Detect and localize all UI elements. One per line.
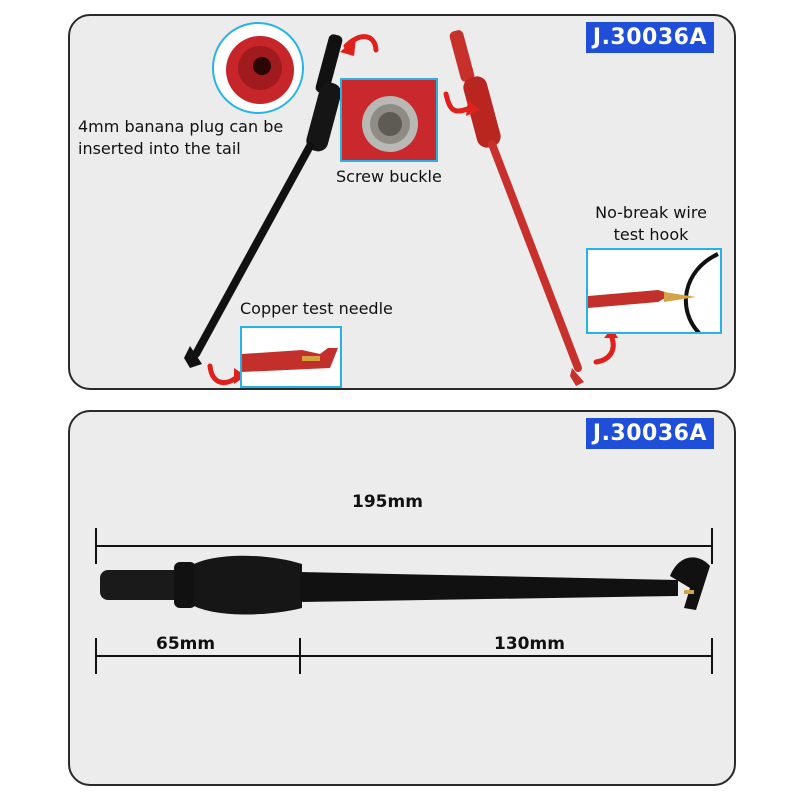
black-probe [184, 34, 343, 368]
model-badge: J.30036A [585, 418, 714, 449]
banana-plug-inset [212, 22, 304, 114]
copper-needle-label: Copper test needle [240, 299, 393, 318]
black-probe-side [100, 555, 710, 615]
shaft-length-label: 130mm [494, 634, 565, 654]
dimension-drawing [95, 528, 713, 674]
handle-length-label: 65mm [156, 634, 216, 654]
probes-illustration [184, 30, 618, 386]
total-length-label: 195mm [352, 492, 423, 512]
total-dimension-line [95, 528, 713, 564]
copper-needle-inset [240, 326, 342, 388]
screw-buckle-inset [340, 78, 438, 162]
no-break-label: No-break wire test hook [595, 203, 707, 244]
banana-plug-label: 4mm banana plug can be inserted into the… [78, 117, 284, 158]
model-badge: J.30036A [585, 22, 714, 53]
split-dimension-lines [95, 638, 713, 674]
red-probe [449, 30, 584, 386]
top-panel: J.30036A 4mm banana plug can be inserted… [68, 14, 736, 390]
bottom-panel: J.30036A 195mm 65mm 130mm [68, 410, 736, 786]
no-break-hook-inset [586, 248, 722, 334]
screw-buckle-label: Screw buckle [336, 167, 442, 186]
